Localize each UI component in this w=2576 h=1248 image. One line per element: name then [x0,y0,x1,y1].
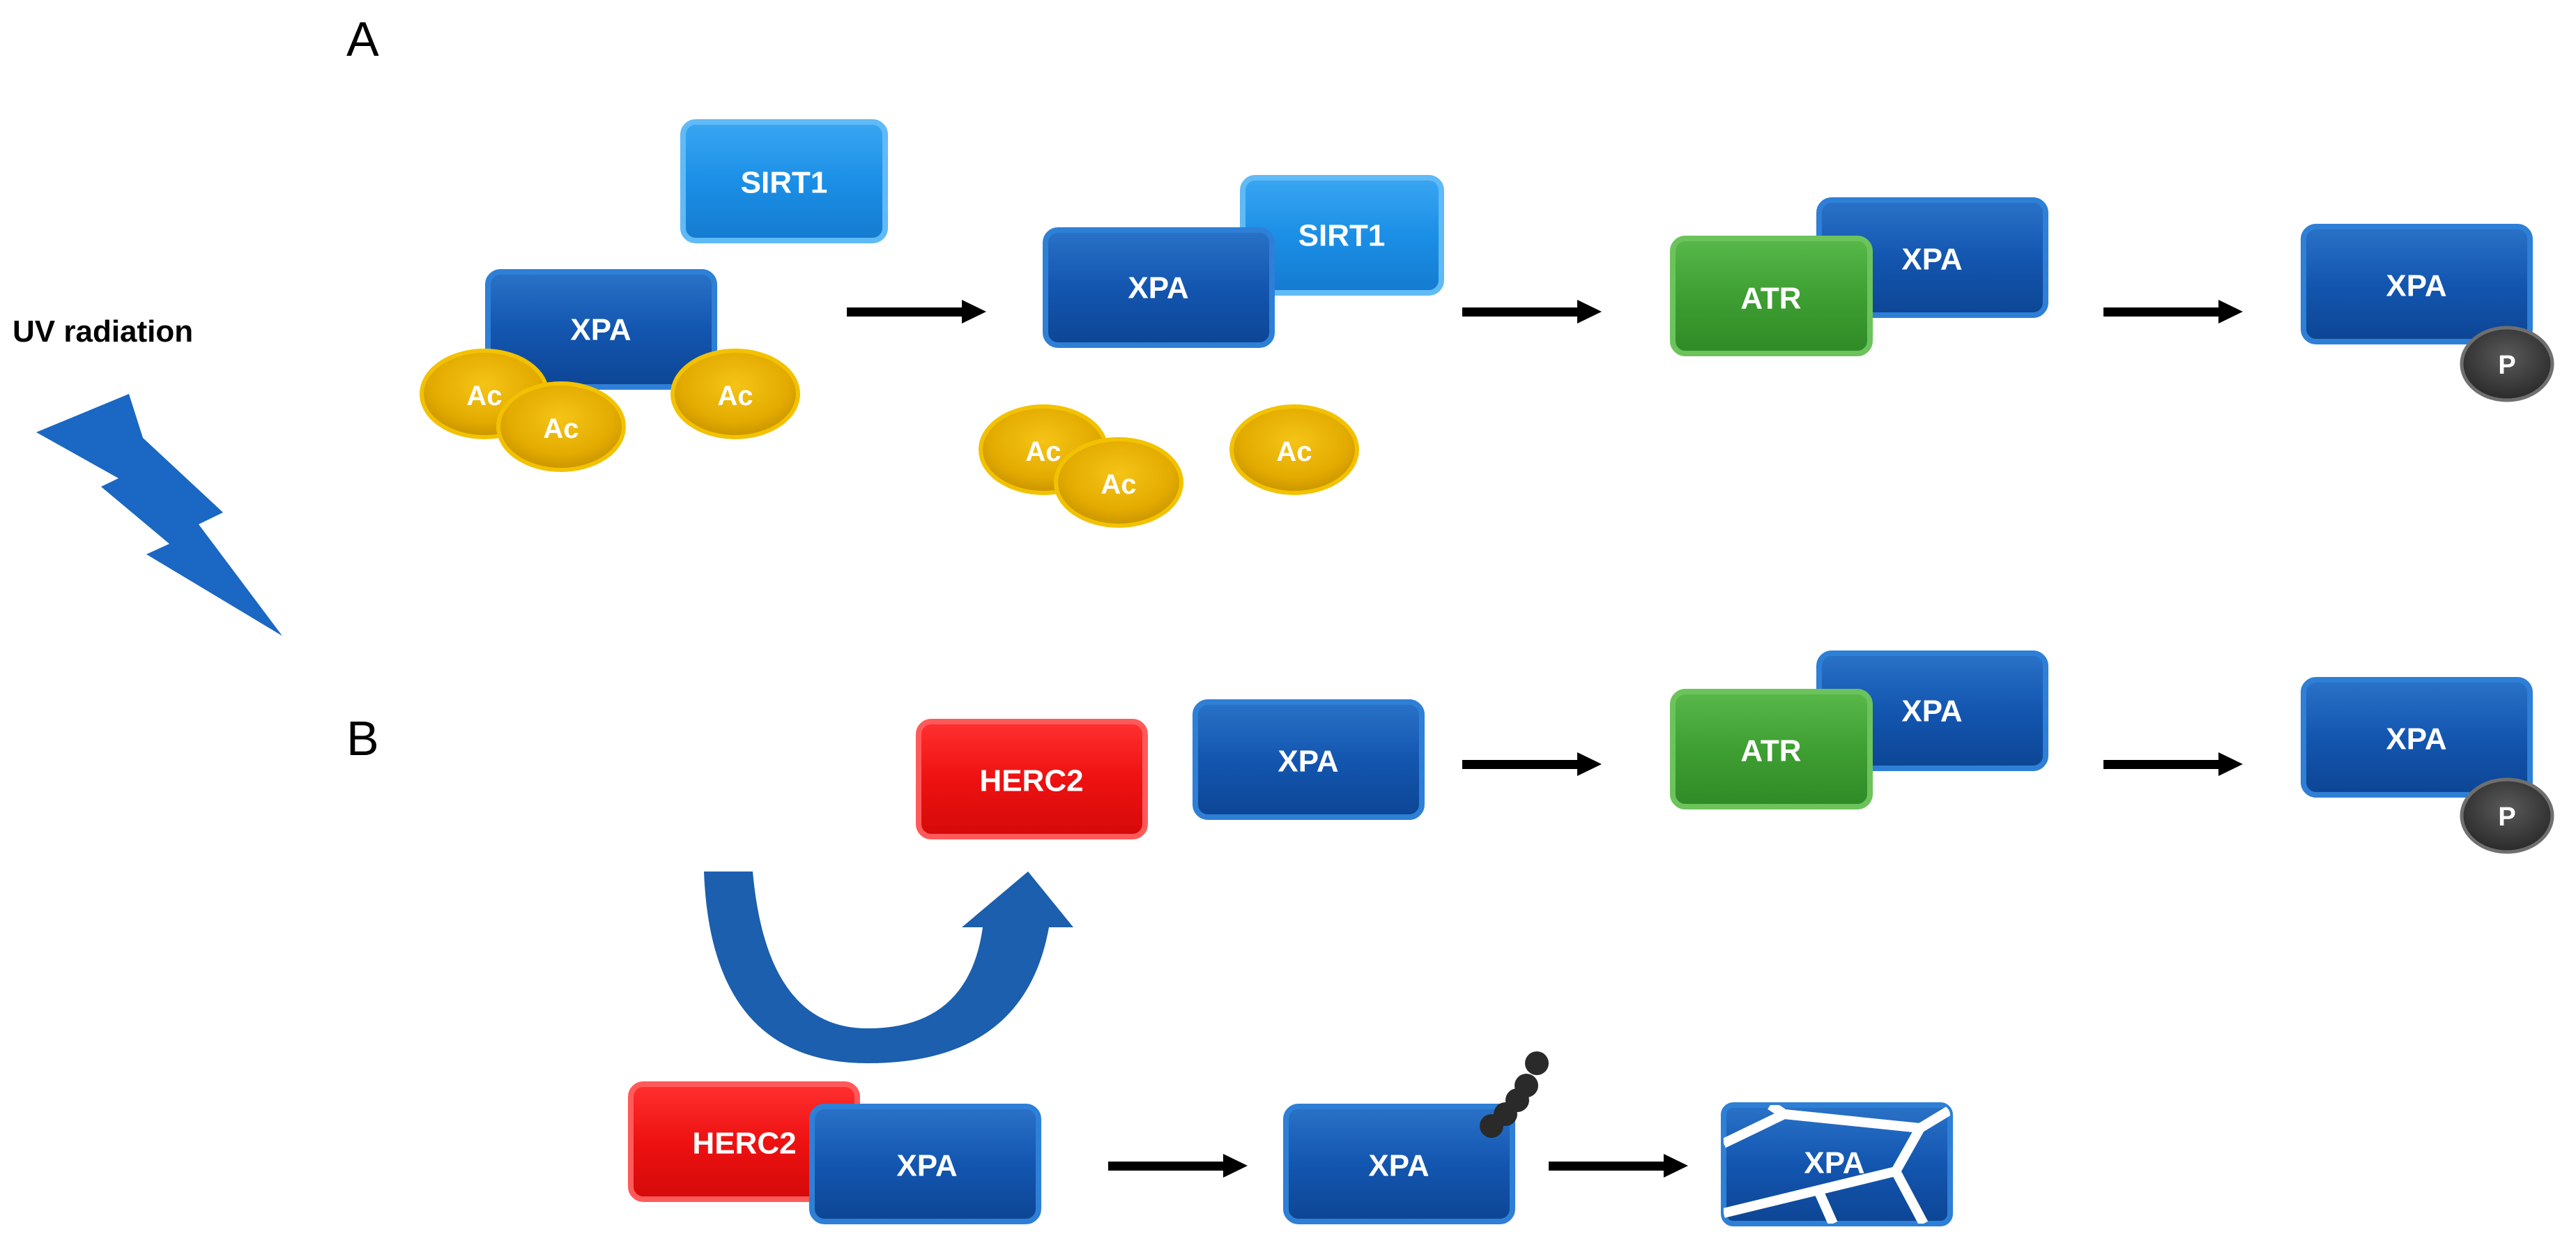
xpa-phosphorylated-protein: XPA [2301,677,2533,798]
atr-label: ATR [1740,282,1801,316]
sirt1-label: SIRT1 [1298,219,1386,253]
xpa-label: XPA [1368,1149,1429,1183]
acetyl-group: Ac [496,381,626,472]
uv-radiation-label: UV radiation [13,314,193,349]
lightning-bolt-icon [36,394,282,636]
atr-label: ATR [1740,734,1801,768]
xpa-label: XPA [2386,722,2446,756]
panel-a-letter: A [346,12,379,66]
acetyl-group: Ac [670,349,800,439]
ubiquitin-chain-icon [1480,1051,1549,1138]
acetyl-label: Ac [1025,436,1061,467]
xpa-degraded-protein: XPA [1721,1102,1953,1226]
xpa-label: XPA [1901,694,1962,729]
herc2-label: HERC2 [692,1127,796,1161]
phospho-label: P [2498,351,2515,380]
xpa-label: XPA [2386,269,2446,303]
curved-arrow-icon [704,872,1073,1063]
reaction-arrow [2103,752,2243,776]
reaction-arrow [1462,752,1602,776]
acetyl-group: Ac [1054,437,1183,528]
panel-b-letter: B [346,711,379,766]
phospho-label: P [2498,802,2515,832]
xpa-ubiquitinated-protein: XPA [1283,1104,1515,1224]
acetyl-group: Ac [1229,404,1359,495]
atr-protein: ATR [1670,236,1873,356]
phospho-group: P [2460,326,2554,402]
xpa-protein: XPA [1816,197,2048,318]
atr-protein: ATR [1670,689,1873,809]
xpa-phosphorylated-protein: XPA [2301,224,2533,344]
acetyl-label: Ac [543,413,578,444]
reaction-arrow [1549,1154,1688,1178]
herc2-protein: HERC2 [628,1081,860,1202]
xpa-protein: XPA [809,1104,1041,1224]
xpa-label: XPA [1278,745,1338,779]
phospho-group: P [2460,777,2554,854]
acetyl-label: Ac [466,381,502,411]
acetyl-label: Ac [717,381,753,411]
sirt1-protein: SIRT1 [680,119,888,243]
reaction-arrow [1108,1154,1248,1178]
xpa-label: XPA [1804,1146,1864,1180]
xpa-label: XPA [1128,271,1188,305]
xpa-label: XPA [1901,243,1962,277]
xpa-protein: XPA [1193,699,1425,820]
herc2-protein: HERC2 [916,719,1148,839]
xpa-acetylated-protein: XPA [485,269,717,390]
herc2-label: HERC2 [979,764,1083,798]
xpa-label: XPA [896,1149,957,1183]
fracture-lines-icon [1724,1105,1950,1224]
xpa-protein: XPA [1043,227,1275,348]
reaction-arrow [2103,300,2243,324]
xpa-label: XPA [570,313,631,347]
reaction-arrow [1462,300,1602,324]
acetyl-label: Ac [1276,436,1312,467]
reaction-arrow [847,300,986,324]
acetyl-label: Ac [1101,469,1136,500]
sirt1-label: SIRT1 [741,166,828,200]
